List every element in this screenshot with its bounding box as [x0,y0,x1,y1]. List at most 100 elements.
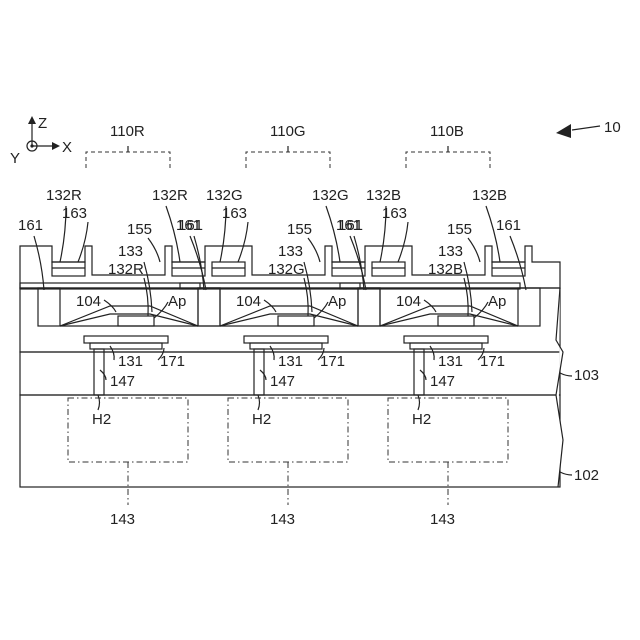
label-161: 161 [178,217,203,234]
label-133: 133 [438,243,463,260]
subpixel-label-110R: 110R [110,123,145,140]
label-131: 131 [278,353,303,370]
pad-132 [212,262,245,276]
label-h2: H2 [412,411,431,428]
pillar-161 [518,288,540,326]
label-161: 161 [496,217,521,234]
label-103: 103 [574,367,599,384]
label-ap: Ap [168,293,186,310]
label-147: 147 [110,373,135,390]
leader-line [34,236,44,290]
label-h2: H2 [92,411,111,428]
label-132-right: 132R [152,187,188,204]
subpixel-label-110B: 110B [430,123,464,140]
label-ap: Ap [328,293,346,310]
leader-line [510,236,526,290]
leader-line [98,395,100,410]
electrode-171 [410,343,482,349]
label-161: 161 [18,217,43,234]
aperture-ap [278,316,314,326]
label-102: 102 [574,467,599,484]
label-104: 104 [396,293,421,310]
electrode-131 [84,336,168,343]
pillar-161 [198,288,220,326]
aperture-ap [438,316,474,326]
layer-callouts: 103 102 [560,367,599,484]
leader-line [260,370,266,380]
leader-line [468,238,480,262]
region-143 [68,398,188,462]
leader-line [304,278,308,316]
subpixel-group [20,146,540,505]
pillar-161 [198,288,220,326]
leader-102 [560,472,572,475]
z-arrow-icon [28,116,36,124]
label-h2: H2 [252,411,271,428]
leader-line [78,222,88,262]
label-143: 143 [110,511,135,528]
leader-line [148,238,160,262]
label-131: 131 [438,353,463,370]
label-132-layer: 132R [108,261,144,278]
leader-line [110,346,114,360]
aperture-ap [118,316,154,326]
leader-line [100,370,106,380]
axis-x-label: X [62,139,72,156]
leader-line [166,206,180,262]
label-132-left: 132G [206,187,243,204]
leader-103 [560,373,572,376]
pad-132 [372,262,405,276]
label-171: 171 [480,353,505,370]
label-133: 133 [118,243,143,260]
substrate-102 [20,395,560,487]
electrode-171 [250,343,322,349]
label-143: 143 [430,511,455,528]
label-133: 133 [278,243,303,260]
ref-leader [572,126,600,130]
pillar-161 [358,288,380,326]
leader-line [486,206,500,262]
axis-y-label: Y [10,150,20,167]
label-143: 143 [270,511,295,528]
leader-line [398,222,408,262]
region-143 [228,398,348,462]
pad-132 [52,262,85,276]
label-132-left: 132B [366,187,401,204]
pillar-161 [38,288,60,326]
label-132-right: 132B [472,187,507,204]
leader-line [326,206,340,262]
leader-line [144,278,148,316]
leader-line [308,238,320,262]
region-143-group [68,398,508,462]
label-171: 171 [320,353,345,370]
leader-line [464,278,468,316]
subpixel-label-110G: 110G [270,123,306,140]
label-147: 147 [270,373,295,390]
leader-line [430,346,434,360]
label-132-right: 132G [312,187,349,204]
label-132-layer: 132B [428,261,463,278]
electrode-171 [90,343,162,349]
label-132-layer: 132G [268,261,305,278]
axis-indicator: Z X Y [10,115,72,167]
label-155: 155 [127,221,152,238]
label-132-left: 132R [46,187,82,204]
label-147: 147 [430,373,455,390]
leader-line [420,370,426,380]
subpixel-bracket [86,152,170,168]
figure-reference: 10 [556,119,621,138]
label-104: 104 [236,293,261,310]
electrode-131 [244,336,328,343]
label-104: 104 [76,293,101,310]
ref-arrow-icon [556,124,571,138]
region-143 [388,398,508,462]
leader-line [270,346,274,360]
figure-ref-label: 10 [604,119,621,136]
label-ap: Ap [488,293,506,310]
leader-line [258,395,260,410]
label-171: 171 [160,353,185,370]
electrode-131 [404,336,488,343]
subpixel-bracket [406,152,490,168]
